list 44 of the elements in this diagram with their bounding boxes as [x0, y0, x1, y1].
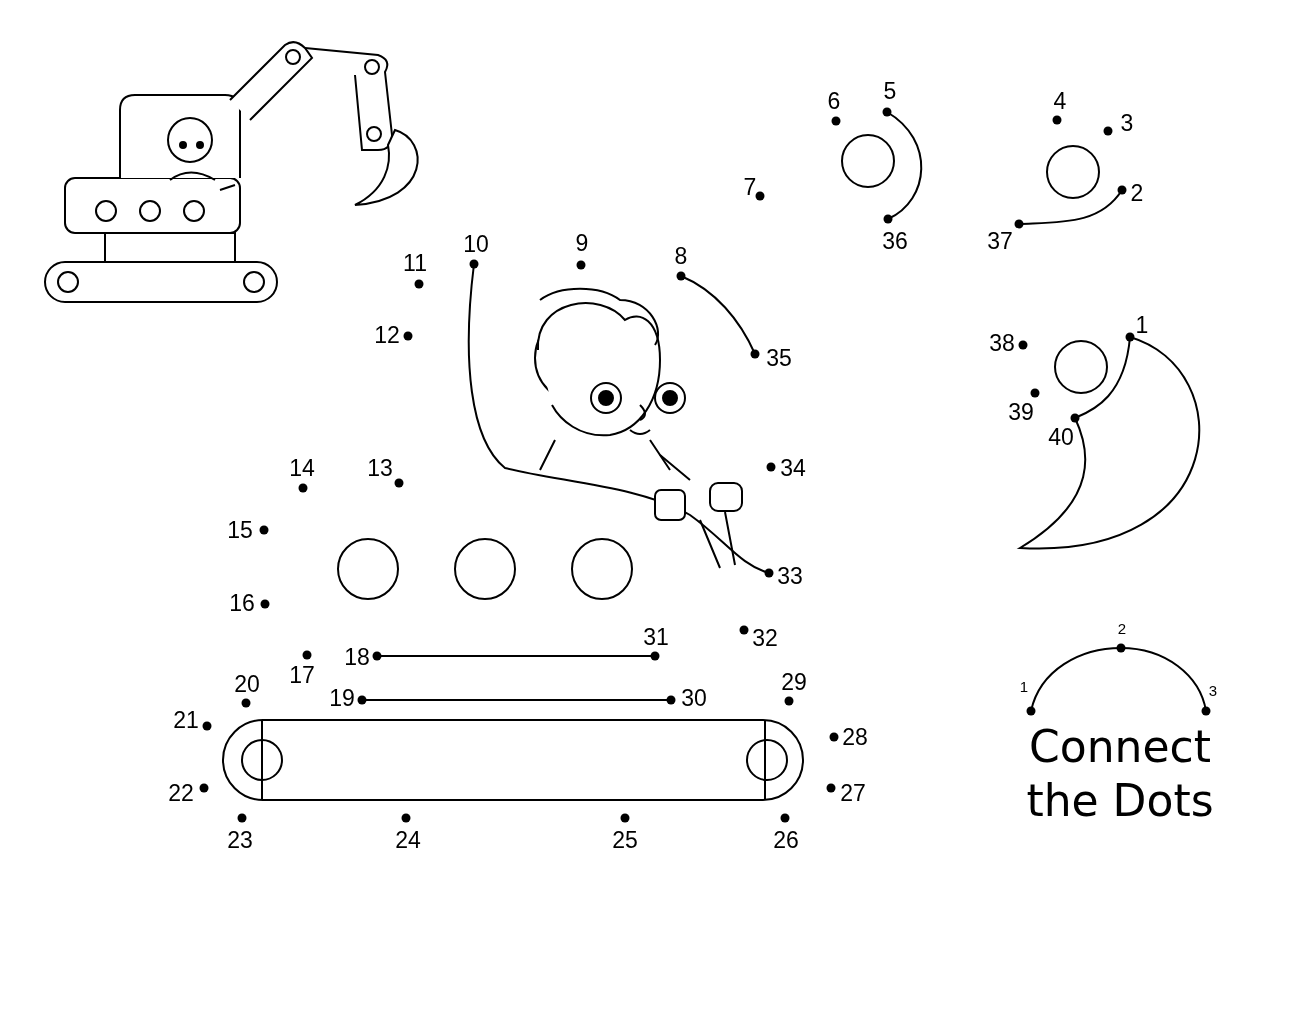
dot-number: 11: [403, 251, 427, 275]
dot-number: 15: [227, 518, 253, 542]
dot-number: 1: [1135, 313, 1149, 337]
dot-number: 36: [882, 229, 908, 253]
dot-number: 13: [367, 456, 393, 480]
dot-number: 3: [1208, 682, 1218, 698]
dot-number: 17: [289, 663, 315, 687]
dot-number: 5: [883, 79, 897, 103]
dot-number: 34: [780, 456, 806, 480]
dot-number: 33: [777, 564, 803, 588]
dot-number: 9: [575, 231, 589, 255]
dot-number: 22: [168, 781, 194, 805]
dot-number: 23: [227, 828, 253, 852]
dot-number: 25: [612, 828, 638, 852]
dot-number: 27: [840, 781, 866, 805]
dot-number: 3: [1120, 111, 1134, 135]
dot-number: 29: [781, 670, 807, 694]
dot-number: 40: [1048, 425, 1074, 449]
dot-number: 38: [989, 331, 1015, 355]
dot-number: 20: [234, 672, 260, 696]
dot-number: 24: [395, 828, 421, 852]
title: Connect the Dots: [1025, 720, 1215, 828]
dot-number: 28: [842, 725, 868, 749]
dot-number: 8: [674, 244, 688, 268]
dot-number: 30: [681, 686, 707, 710]
dot-number: 18: [344, 645, 370, 669]
dot-number: 2: [1117, 620, 1127, 636]
dot-number: 12: [374, 323, 400, 347]
dot-number: 10: [463, 232, 489, 256]
dot-number: 39: [1008, 400, 1034, 424]
dot-number: 26: [773, 828, 799, 852]
dot-number: 14: [289, 456, 315, 480]
dot-number: 4: [1053, 89, 1067, 113]
dot-number: 21: [173, 708, 199, 732]
dot-number: 6: [827, 89, 841, 113]
dot-number: 7: [743, 175, 757, 199]
dot-number: 37: [987, 229, 1013, 253]
dot-number: 16: [229, 591, 255, 615]
dot-number: 32: [752, 626, 778, 650]
dot-number: 31: [643, 625, 669, 649]
dot-number: 2: [1130, 181, 1144, 205]
dot-number: 35: [766, 346, 792, 370]
dot-number: 1: [1019, 678, 1029, 694]
dot-number: 19: [329, 686, 355, 710]
